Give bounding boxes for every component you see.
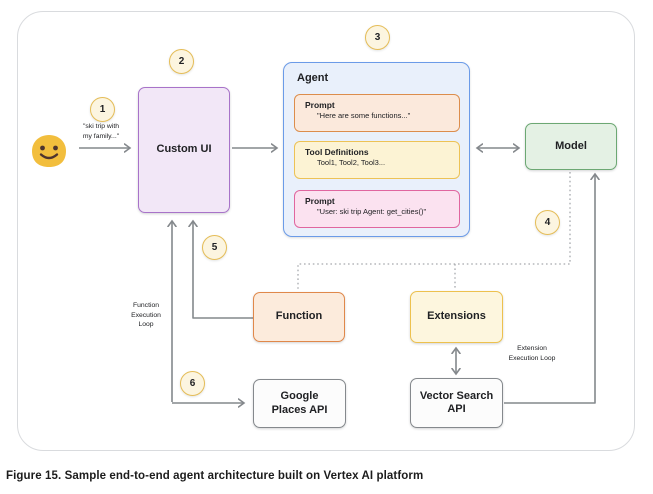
user-utterance-label: "ski trip with my family...": [82, 123, 120, 140]
agent-prompt-functions: Prompt "Here are some functions...": [294, 94, 460, 132]
step-badge-1: 1: [90, 97, 115, 122]
agent-tool-definitions: Tool Definitions Tool1, Tool2, Tool3...: [294, 141, 460, 179]
vector-search-api-label: Vector Search API: [419, 389, 494, 415]
step-badge-4: 4: [535, 210, 560, 235]
function-execution-loop-label: Function Execution Loop: [131, 302, 161, 329]
user-avatar-icon: [32, 135, 66, 167]
google-places-api-label: Google Places API: [271, 390, 328, 416]
tool-definitions-title: Tool Definitions: [305, 147, 369, 157]
custom-ui-label: Custom UI: [156, 143, 212, 156]
step-badge-2: 2: [169, 49, 194, 74]
node-extensions: Extensions: [410, 291, 503, 343]
tool-definitions-detail: Tool1, Tool2, Tool3...: [317, 157, 386, 167]
node-function: Function: [253, 292, 345, 342]
node-custom-ui: Custom UI: [138, 87, 230, 213]
node-vector-search-api: Vector Search API: [410, 378, 503, 428]
agent-prompt-user: Prompt "User: ski trip Agent: get_cities…: [294, 190, 460, 228]
node-model: Model: [525, 123, 617, 170]
function-label: Function: [275, 310, 323, 323]
node-agent: Agent Prompt "Here are some functions...…: [283, 62, 470, 237]
agent-label: Agent: [297, 72, 329, 84]
prompt-detail: "Here are some functions...": [317, 110, 411, 120]
model-label: Model: [555, 139, 587, 152]
step-badge-6: 6: [180, 371, 205, 396]
figure-caption: Figure 15. Sample end-to-end agent archi…: [6, 470, 424, 482]
extension-execution-loop-label: Extension Execution Loop: [508, 345, 556, 362]
step-badge-3: 3: [365, 25, 390, 50]
prompt-user-title: Prompt: [305, 196, 335, 206]
step-badge-5: 5: [202, 235, 227, 260]
extensions-label: Extensions: [427, 310, 486, 323]
prompt-title: Prompt: [305, 100, 335, 110]
prompt-user-detail: "User: ski trip Agent: get_cities()": [317, 206, 427, 216]
node-google-places-api: Google Places API: [253, 379, 346, 428]
